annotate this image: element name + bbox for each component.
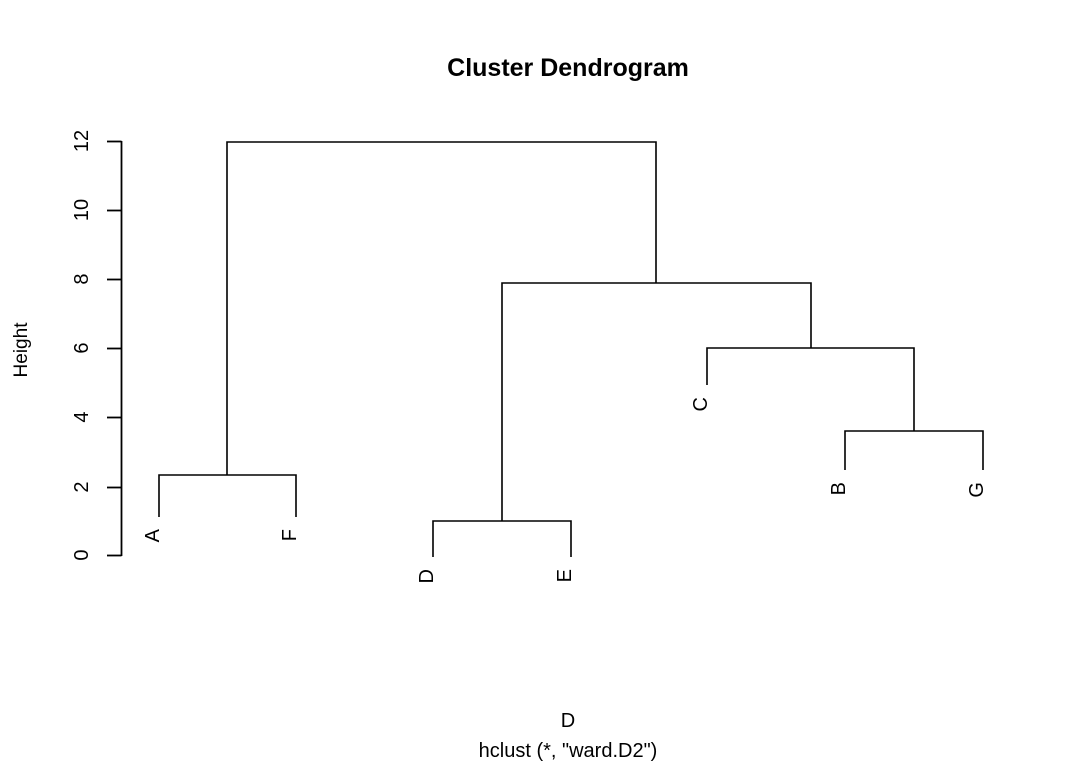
merge-link-a-f	[158, 474, 297, 517]
leaf-label-b: B	[828, 482, 850, 495]
y-tick-label-6: 6	[71, 342, 93, 353]
y-tick-labels: 12 10 8 6 4 2 0	[71, 130, 93, 561]
y-tick-label-0: 0	[71, 549, 93, 560]
dendrogram-tree	[158, 141, 984, 557]
x-axis-title: D	[561, 710, 575, 732]
y-axis-title: Height	[11, 322, 32, 378]
y-axis	[107, 140, 123, 557]
leaf-label-f: F	[279, 529, 301, 541]
leaf-label-g: G	[966, 482, 988, 498]
x-axis-subtitle: hclust (*, "ward.D2")	[479, 740, 658, 762]
merge-link-de-cbg	[501, 282, 812, 521]
merge-link-d-e	[432, 520, 572, 557]
y-tick-label-2: 2	[71, 481, 93, 492]
y-tick-label-10: 10	[71, 199, 93, 221]
plot-title: Cluster Dendrogram	[447, 54, 689, 82]
leaf-label-c: C	[690, 397, 712, 411]
y-tick-label-8: 8	[71, 273, 93, 284]
y-tick-label-4: 4	[71, 411, 93, 422]
leaf-label-d: D	[416, 569, 438, 583]
leaf-labels: A F D E C B G	[142, 397, 988, 583]
y-tick-label-12: 12	[71, 130, 93, 152]
leaf-label-e: E	[554, 569, 576, 582]
leaf-label-a: A	[142, 528, 164, 542]
merge-link-root	[226, 141, 657, 475]
x-axis-caption: D hclust (*, "ward.D2")	[479, 710, 658, 762]
merge-link-b-g	[844, 430, 984, 470]
merge-link-c-bg	[706, 347, 915, 431]
